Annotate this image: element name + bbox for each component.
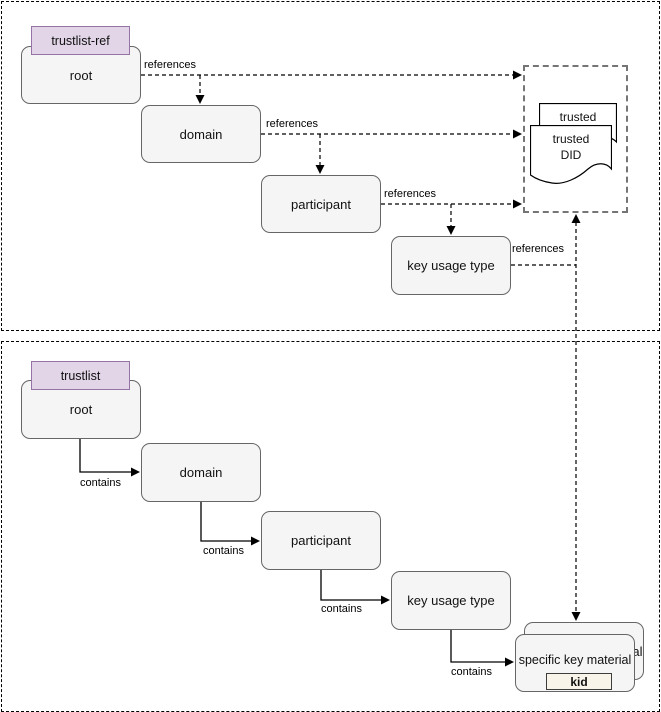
node-domain-label: domain (179, 465, 223, 480)
node-participant-ref-label: participant (291, 196, 351, 212)
document-back-label: trusted (559, 110, 597, 124)
edge-label-references-domain: references (266, 118, 318, 130)
node-root-ref: root (21, 46, 141, 104)
edge-label-contains-participant: contains (321, 603, 362, 615)
document-front-label-line2: DID (560, 148, 582, 162)
edge-label-references-key-usage: references (512, 243, 564, 255)
node-participant-label: participant (291, 533, 351, 548)
document-front-shape (530, 125, 612, 184)
document-front-label-line1: trusted (552, 132, 590, 146)
node-domain-ref: domain (141, 105, 261, 163)
node-participant-ref: participant (261, 175, 381, 233)
trusted-did-container (523, 65, 628, 213)
edge-label-contains-domain: contains (203, 545, 244, 557)
kid-badge: kid (546, 673, 612, 690)
node-root-label: root (69, 402, 93, 417)
edge-label-references-root: references (144, 59, 196, 71)
node-specific-key-material: specific key material kid (515, 634, 635, 692)
node-specific-key-material-label: specific key material (518, 653, 632, 667)
trustlist-ref-section-frame (1, 1, 660, 331)
tag-trustlist-ref: trustlist-ref (31, 26, 130, 55)
document-trusted-did-front: trusted DID (530, 125, 612, 186)
tag-trustlist: trustlist (31, 361, 130, 390)
tag-trustlist-label: trustlist (60, 368, 101, 383)
node-key-usage-type-label: key usage type (407, 593, 495, 608)
node-key-usage-type: key usage type (391, 571, 511, 630)
edge-label-contains-root: contains (80, 477, 121, 489)
edge-label-references-participant: references (384, 188, 436, 200)
node-participant: participant (261, 511, 381, 570)
node-root-ref-label: root (69, 67, 93, 83)
node-domain: domain (141, 443, 261, 502)
edge-label-contains-key-usage: contains (451, 666, 492, 678)
node-domain-ref-label: domain (179, 126, 223, 142)
kid-badge-label: kid (570, 674, 588, 689)
node-key-usage-type-ref: key usage type (391, 236, 511, 295)
node-key-usage-type-ref-label: key usage type (407, 258, 495, 273)
tag-trustlist-ref-label: trustlist-ref (51, 33, 110, 48)
